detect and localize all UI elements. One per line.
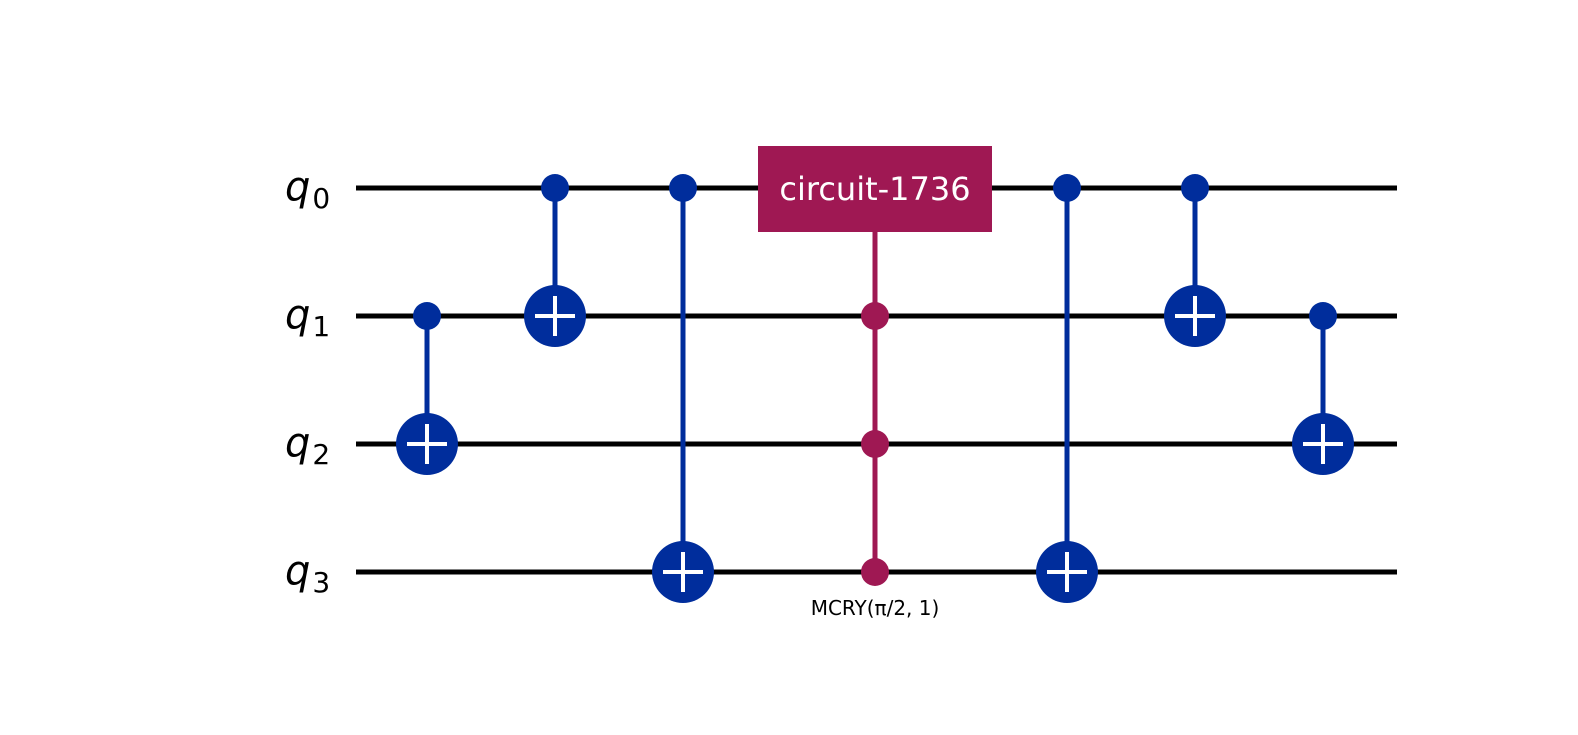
gate-sublabel: MCRY(π/2, 1) xyxy=(811,596,940,620)
cnot-gate xyxy=(396,302,458,475)
control-dot xyxy=(1181,174,1209,202)
cnot-gate xyxy=(1036,174,1098,603)
qubit-label-3: q3 xyxy=(285,548,330,599)
qubit-label-0: q0 xyxy=(285,164,330,215)
control-dot xyxy=(669,174,697,202)
control-dot xyxy=(861,558,889,586)
qubit-labels: q0 q1 q2 q3 xyxy=(285,164,330,599)
control-dot xyxy=(861,302,889,330)
cnot-gate xyxy=(1164,174,1226,347)
control-dot xyxy=(413,302,441,330)
cnot-gate xyxy=(524,174,586,347)
control-dot xyxy=(1309,302,1337,330)
gate-box xyxy=(758,146,992,232)
control-dot xyxy=(541,174,569,202)
cnot-gate xyxy=(1292,302,1354,475)
control-dot xyxy=(861,430,889,458)
gate-label: circuit-1736 xyxy=(779,170,970,208)
qubit-label-1: q1 xyxy=(285,292,330,343)
qubit-label-2: q2 xyxy=(285,420,330,471)
cnot-gate xyxy=(652,174,714,603)
control-dot xyxy=(1053,174,1081,202)
